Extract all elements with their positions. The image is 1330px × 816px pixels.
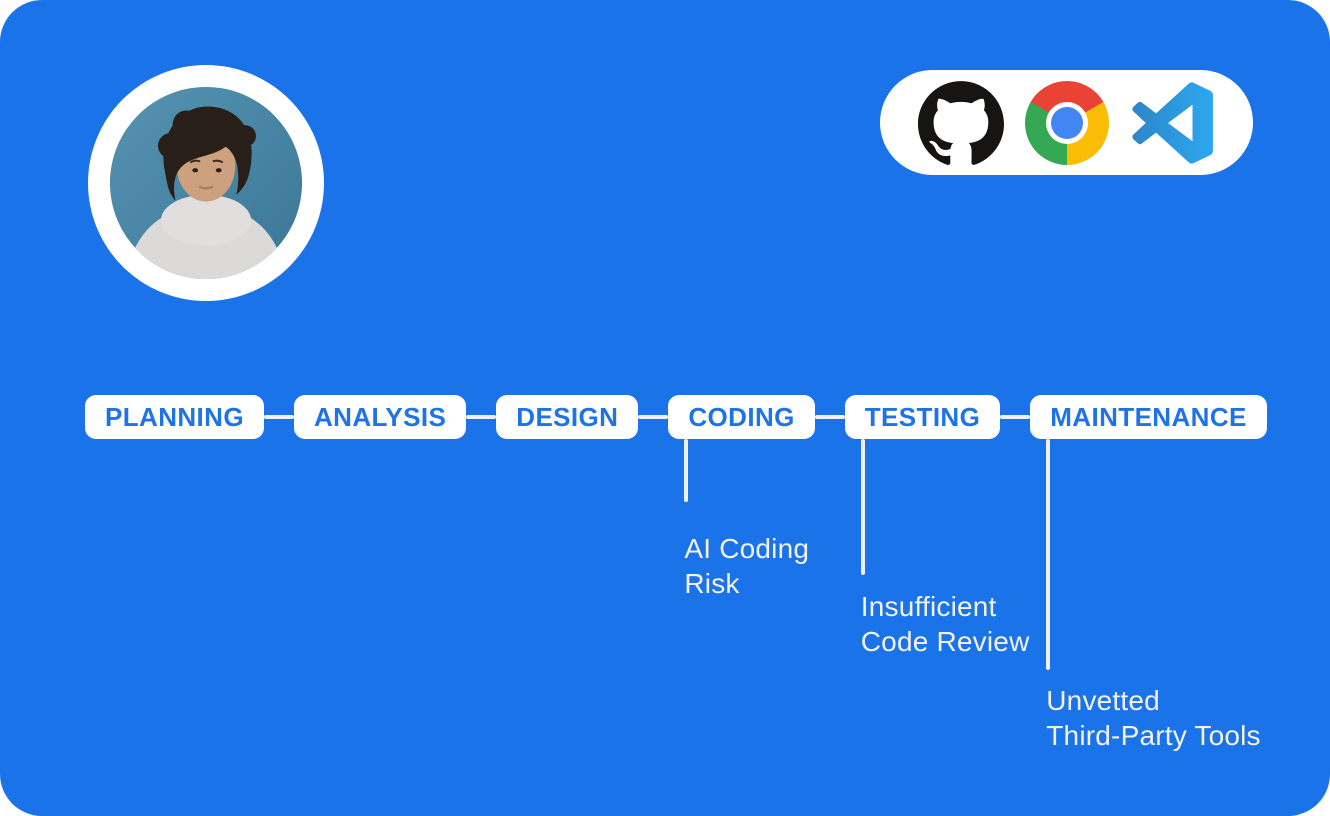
annotation-line: Insufficient [860, 591, 997, 622]
annotation-line: Code Review [860, 626, 1030, 657]
stage-label: MAINTENANCE [1050, 402, 1247, 432]
annotation-line: Risk [684, 568, 740, 599]
annotation-line: Unvetted [1046, 685, 1160, 716]
avatar [88, 65, 324, 301]
github-icon[interactable] [918, 80, 1004, 166]
stage-design: DESIGN [496, 395, 639, 439]
stage-maintenance: MAINTENANCE Unvetted Third-Party Tools [1030, 395, 1267, 751]
chrome-icon[interactable] [1024, 80, 1110, 166]
connector-line [638, 415, 669, 419]
vscode-icon[interactable] [1129, 80, 1215, 166]
stage-label: PLANNING [105, 402, 244, 432]
stage-analysis: ANALYSIS [293, 395, 467, 439]
connector-line [1000, 415, 1031, 419]
toolbar [880, 70, 1253, 175]
annotation-insufficient-code-review: Insufficient Code Review [861, 589, 1030, 659]
profile-photo [109, 86, 303, 280]
annotation-ai-coding-risk: AI Coding Risk [684, 531, 809, 601]
stage-coding: CODING AI Coding Risk [668, 395, 815, 599]
drop-line [684, 439, 689, 502]
sdlc-timeline: PLANNING ANALYSIS DESIGN CODING AI Codin… [85, 395, 1267, 751]
connector-line [263, 415, 294, 419]
annotation-line: AI Coding [684, 533, 810, 564]
stage-testing: TESTING Insufficient Code Review [844, 395, 1029, 657]
annotation-unvetted-third-party-tools: Unvetted Third-Party Tools [1046, 683, 1261, 753]
stage-label: DESIGN [516, 402, 619, 432]
stage-label: TESTING [864, 402, 981, 432]
drop-line [1046, 439, 1051, 670]
stage-label: CODING [688, 402, 795, 432]
drop-line [860, 439, 865, 575]
annotation-line: Third-Party Tools [1046, 720, 1261, 751]
connector-line [814, 415, 845, 419]
connector-line [466, 415, 497, 419]
stage-planning: PLANNING [85, 395, 264, 439]
stage-label: ANALYSIS [313, 402, 447, 432]
